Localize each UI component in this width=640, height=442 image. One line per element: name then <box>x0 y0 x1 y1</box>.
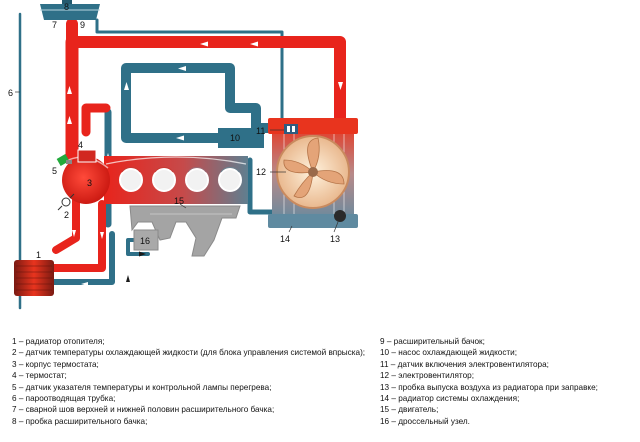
fan-switch-sensor <box>284 124 298 134</box>
label-15: 15 <box>174 196 184 206</box>
intake-manifold <box>129 205 241 257</box>
leader-lines <box>15 91 339 233</box>
flow-arrows <box>67 41 343 286</box>
throttle-return-pipe <box>45 231 115 285</box>
legend-item: 7 – сварной шов верхней и нижней половин… <box>12 405 275 415</box>
label-12: 12 <box>256 167 266 177</box>
flow-arrow <box>178 66 186 71</box>
flow-arrow <box>176 135 184 141</box>
flow-arrows-dark <box>126 251 146 282</box>
label-5: 5 <box>52 166 57 176</box>
label-4: 4 <box>78 140 83 150</box>
flow-arrow <box>338 82 343 90</box>
legend-left: 1 – радиатор отопителя; 2 – датчик темпе… <box>12 336 384 427</box>
cold-pipes <box>18 12 284 310</box>
legend-item: 11 – датчик включения электровентилятора… <box>380 359 549 369</box>
heater-drop-pipe <box>48 200 106 272</box>
lower-radiator-pipe <box>247 157 283 215</box>
flow-arrow <box>81 282 88 286</box>
legend-item: 9 – расширительный бачок; <box>380 337 485 346</box>
heater-radiator <box>14 260 54 296</box>
electric-fan <box>276 135 350 209</box>
engine-block <box>104 156 248 204</box>
flow-arrow <box>126 275 130 282</box>
flow-arrow <box>100 232 104 239</box>
legend-item: 16 – дроссельный узел. <box>380 416 470 426</box>
flow-arrow <box>72 230 76 237</box>
engine-to-thermostat-pipe <box>81 103 111 137</box>
throttle-body <box>133 229 159 251</box>
label-8: 8 <box>64 2 69 12</box>
label-10: 10 <box>230 133 240 143</box>
label-16: 16 <box>140 236 150 246</box>
radiator-return-pipe <box>121 63 275 143</box>
legend-item: 1 – радиатор отопителя; <box>12 337 105 346</box>
temperature-sensor <box>56 154 72 166</box>
label-1: 1 <box>36 250 41 260</box>
flow-arrow <box>139 251 146 257</box>
number-labels: 1 2 3 4 5 6 7 8 9 10 11 12 13 14 15 16 <box>8 2 340 260</box>
flow-arrow <box>200 41 208 47</box>
radiator-air-plug <box>334 210 346 222</box>
legend-item: 12 – электровентилятор; <box>380 371 474 381</box>
label-13: 13 <box>330 234 340 244</box>
legend-item: 3 – корпус термостата; <box>12 359 99 369</box>
water-pump <box>218 128 264 148</box>
legend-item: 15 – двигатель; <box>380 405 439 415</box>
tank-return-pipe <box>95 18 284 122</box>
legend-item: 14 – радиатор системы охлаждения; <box>380 394 520 404</box>
heater-feed-pipe <box>52 196 80 254</box>
legend-item: 6 – пароотводящая трубка; <box>12 394 116 404</box>
flow-arrow <box>250 41 258 47</box>
legend-item: 4 – термостат; <box>12 371 67 381</box>
label-7: 7 <box>52 20 57 30</box>
thermostat-housing <box>62 149 110 204</box>
label-6: 6 <box>8 88 13 98</box>
label-3: 3 <box>87 178 92 188</box>
legend-item: 10 – насос охлаждающей жидкости; <box>380 348 518 358</box>
expansion-tank <box>40 0 100 20</box>
legend-item: 5 – датчик указателя температуры и контр… <box>12 382 272 392</box>
legend-item: 8 – пробка расширительного бачка; <box>12 416 148 426</box>
label-9: 9 <box>80 20 85 30</box>
throttle-feed-pipe <box>126 238 150 256</box>
flow-arrow <box>67 116 72 124</box>
label-14: 14 <box>280 234 290 244</box>
label-11: 11 <box>256 126 265 136</box>
legend-item: 13 – пробка выпуска воздуха из радиатора… <box>380 382 598 392</box>
label-2: 2 <box>64 210 69 220</box>
legend-item: 2 – датчик температуры охлаждающей жидко… <box>12 348 366 358</box>
cooling-system-diagram: 1 2 3 4 5 6 7 8 9 10 11 12 13 14 15 16 <box>8 0 358 310</box>
flow-arrow <box>67 86 72 94</box>
flow-arrow <box>124 82 129 90</box>
legend-right: 9 – расширительный бачок; 10 – насос охл… <box>380 336 638 427</box>
thermostat-valve <box>77 149 97 163</box>
coolant-temp-sensor <box>57 193 75 211</box>
